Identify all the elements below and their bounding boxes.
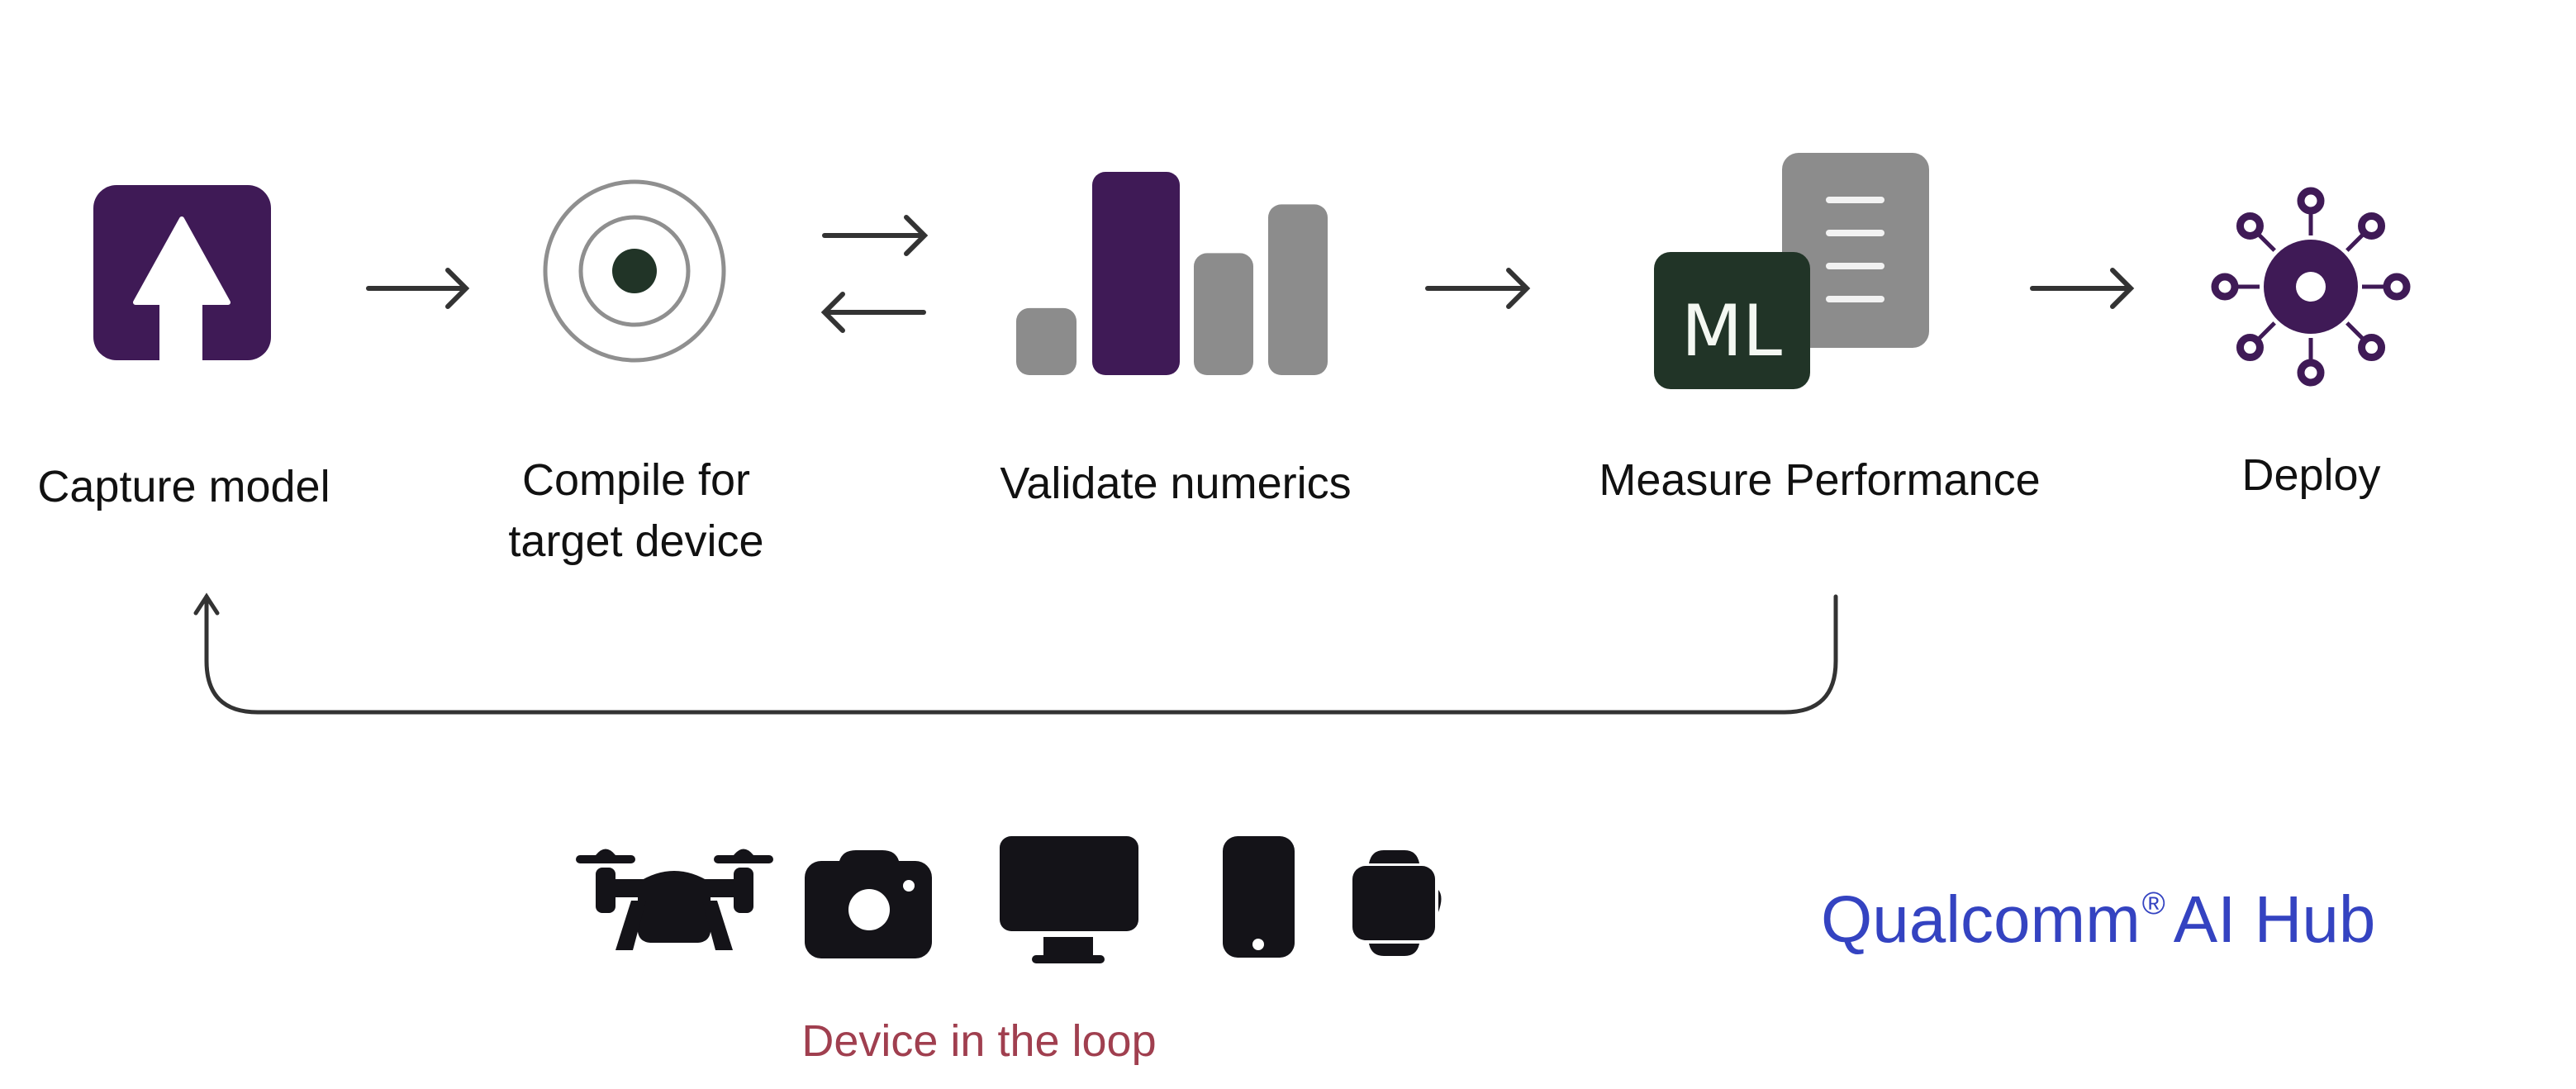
ml-badge-text: ML: [1681, 290, 1782, 373]
hub-node: [2236, 334, 2264, 362]
bidirectional-arrows-icon: [820, 215, 929, 333]
bar-4: [1268, 204, 1328, 375]
hub-spoke: [2345, 234, 2364, 252]
brand-product: AI Hub: [2173, 882, 2376, 956]
brand-name: Qualcomm: [1821, 882, 2141, 956]
brand-logo-text: Qualcomm®AI Hub: [1821, 864, 2375, 959]
step-label-compile-line2: target device: [508, 516, 764, 566]
ml-document-icon: ML: [1654, 153, 1929, 389]
phone-icon: [1223, 836, 1295, 958]
hub-node: [2297, 359, 2325, 387]
hub-node: [2358, 212, 2386, 240]
target-icon: [543, 179, 726, 363]
hub-node: [2211, 273, 2239, 301]
step-label-deploy: Deploy: [2241, 450, 2381, 500]
step-label-compile-line1: Compile for: [521, 455, 751, 505]
camera-icon: [805, 850, 932, 958]
hub-spoke: [2258, 321, 2276, 340]
hub-node: [2383, 273, 2411, 301]
hub-spoke: [2258, 234, 2276, 252]
device-in-the-loop-caption: Device in the loop: [801, 1016, 1157, 1066]
hub-node: [2297, 187, 2325, 215]
watch-icon: [1352, 850, 1442, 956]
step-label-compile: Compile for target device: [463, 449, 810, 572]
bar-1: [1016, 307, 1077, 375]
drone-icon: [576, 849, 773, 950]
arrow-right-icon: [2030, 268, 2135, 309]
registered-mark: ®: [2141, 887, 2165, 921]
feedback-loop-arrow: [193, 592, 1838, 715]
bar-chart-icon: [1016, 172, 1328, 375]
network-hub-icon: [2211, 187, 2411, 387]
hub-node: [2236, 212, 2264, 240]
step-label-capture: Capture model: [37, 462, 330, 511]
bar-3: [1194, 253, 1253, 375]
bar-2: [1092, 172, 1180, 375]
hub-spoke: [2345, 321, 2364, 340]
step-label-validate: Validate numerics: [1000, 459, 1352, 508]
step-label-measure: Measure Performance: [1599, 455, 2041, 505]
upload-arrow-icon: [93, 185, 271, 363]
arrow-right-icon: [1425, 268, 1531, 309]
monitor-icon: [1000, 836, 1138, 963]
hub-node: [2358, 334, 2386, 362]
arrow-right-icon: [366, 268, 470, 309]
